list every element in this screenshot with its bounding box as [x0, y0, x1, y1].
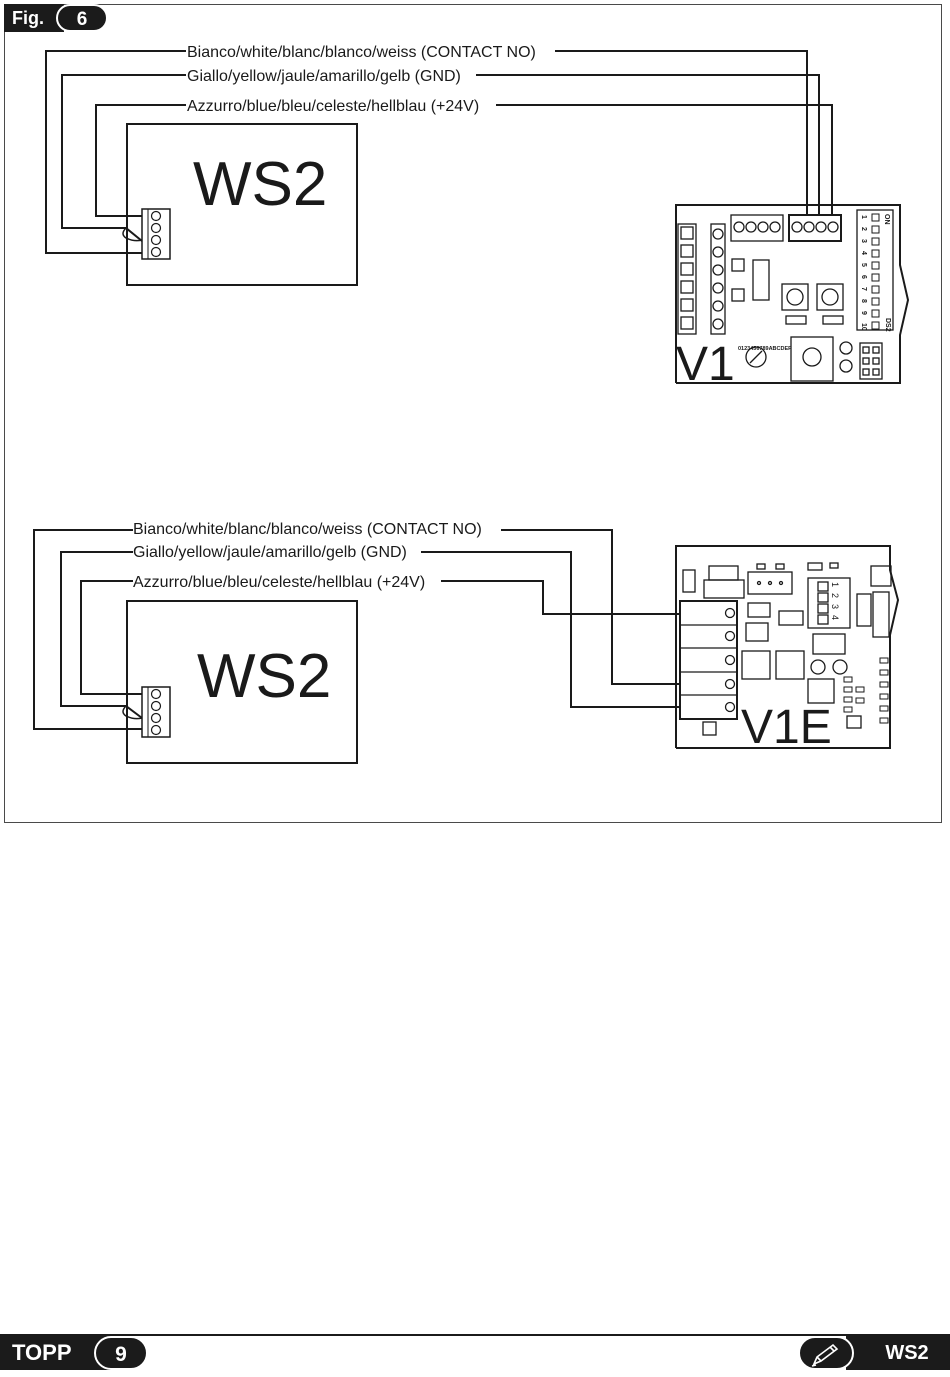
dip-tag-label: DS2	[884, 318, 891, 332]
v1-board-label: V1	[676, 338, 735, 391]
ws2-box-bottom	[126, 600, 358, 764]
dip-number-top-1: 1	[860, 215, 867, 219]
wire-label-blue-bottom: Azzurro/blue/bleu/celeste/hellblau (+24V…	[133, 574, 425, 591]
dip-number-bottom-3: 3	[830, 604, 840, 609]
pencil-icon	[798, 1336, 854, 1370]
ws2-label-bottom: WS2	[197, 642, 331, 711]
dip-number-bottom-2: 2	[830, 593, 840, 598]
dip-number-top-6: 6	[860, 275, 867, 279]
dip-number-top-8: 8	[860, 299, 867, 303]
figure-number: 6	[56, 4, 108, 32]
dip-number-top-4: 4	[860, 251, 867, 255]
dip-number-bottom-1: 1	[830, 582, 840, 587]
wiring-diagram: Bianco/white/blanc/blanco/weiss (CONTACT…	[33, 44, 910, 764]
rotary-digits: 0123456789ABCDEF	[738, 346, 792, 352]
figure-tab: Fig. 6	[4, 4, 108, 32]
top-diagram	[45, 50, 910, 384]
dip-number-top-9: 9	[860, 311, 867, 315]
dip-number-top-10: 10	[860, 323, 867, 331]
v1e-board-label: V1E	[741, 701, 832, 754]
ws2-terminal-top	[141, 208, 171, 260]
figure-frame	[4, 4, 942, 823]
wire-label-yellow-top: Giallo/yellow/jaule/amarillo/gelb (GND)	[187, 68, 461, 85]
wire-yellow-top	[476, 74, 820, 215]
wire-label-white-bottom: Bianco/white/blanc/blanco/weiss (CONTACT…	[133, 521, 482, 538]
dip-number-top-2: 2	[860, 227, 867, 231]
wire-label-yellow-bottom: Giallo/yellow/jaule/amarillo/gelb (GND)	[133, 544, 407, 561]
wire-label-white-top: Bianco/white/blanc/blanco/weiss (CONTACT…	[187, 44, 536, 61]
product-name: WS2	[846, 1336, 950, 1370]
bottom-diagram	[33, 529, 900, 764]
footer-rule	[0, 1334, 950, 1336]
wire-blue-bottom	[441, 580, 680, 615]
dip-number-top-7: 7	[860, 287, 867, 291]
dip-numbers-bottom: 1 2 3 4	[830, 582, 840, 620]
v1e-board	[675, 545, 900, 749]
wire-white-bottom	[501, 529, 680, 685]
dip-number-top-3: 3	[860, 239, 867, 243]
page-number: 9	[94, 1336, 148, 1370]
wire-label-blue-top: Azzurro/blue/bleu/celeste/hellblau (+24V…	[187, 98, 479, 115]
figure-label: Fig.	[4, 4, 64, 32]
footer-left: TOPP 9	[0, 1336, 150, 1370]
dip-numbers-top: 1 2 3 4 5 6 7 8 9 10	[860, 215, 867, 331]
ws2-terminal-bottom	[141, 686, 171, 738]
footer-right: WS2	[798, 1336, 950, 1370]
wire-white-top	[555, 50, 808, 215]
ws2-box-top	[126, 123, 358, 286]
v1-board	[675, 204, 910, 384]
dip-number-bottom-4: 4	[830, 615, 840, 620]
wire-yellow-bottom	[421, 551, 680, 708]
dip-number-top-5: 5	[860, 263, 867, 267]
dip-on-label: ON	[883, 214, 890, 225]
ws2-label-top: WS2	[193, 150, 327, 219]
wire-blue-top	[496, 104, 833, 215]
